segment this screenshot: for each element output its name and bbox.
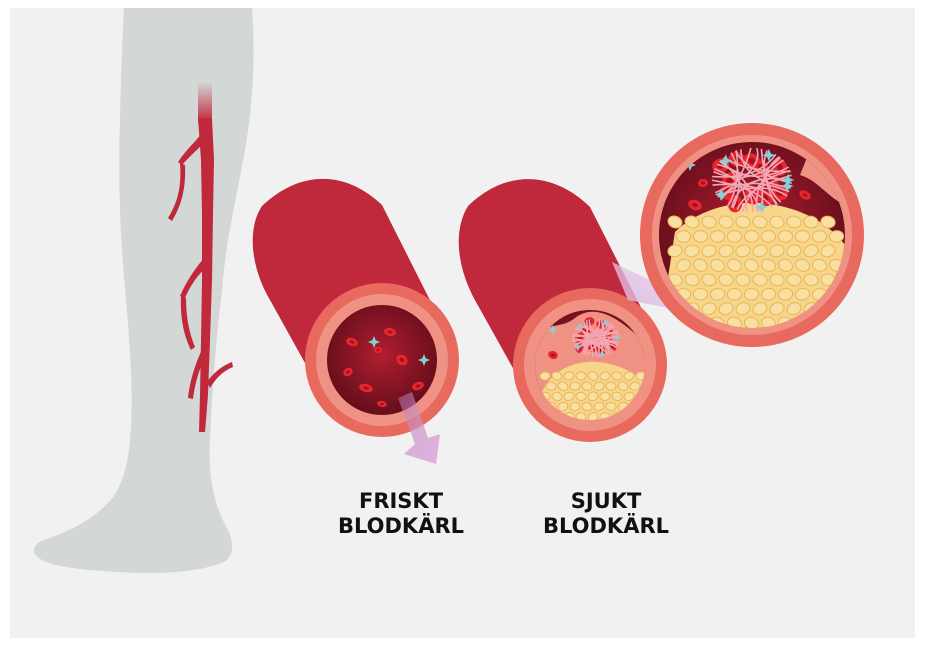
- label-healthy-line2: BLODKÄRL: [338, 514, 464, 539]
- label-diseased-line2: BLODKÄRL: [543, 514, 669, 539]
- label-diseased-vessel: SJUKT BLODKÄRL: [543, 489, 669, 539]
- label-diseased-line1: SJUKT: [543, 489, 669, 514]
- label-healthy-line1: FRISKT: [338, 489, 464, 514]
- label-healthy-vessel: FRISKT BLODKÄRL: [338, 489, 464, 539]
